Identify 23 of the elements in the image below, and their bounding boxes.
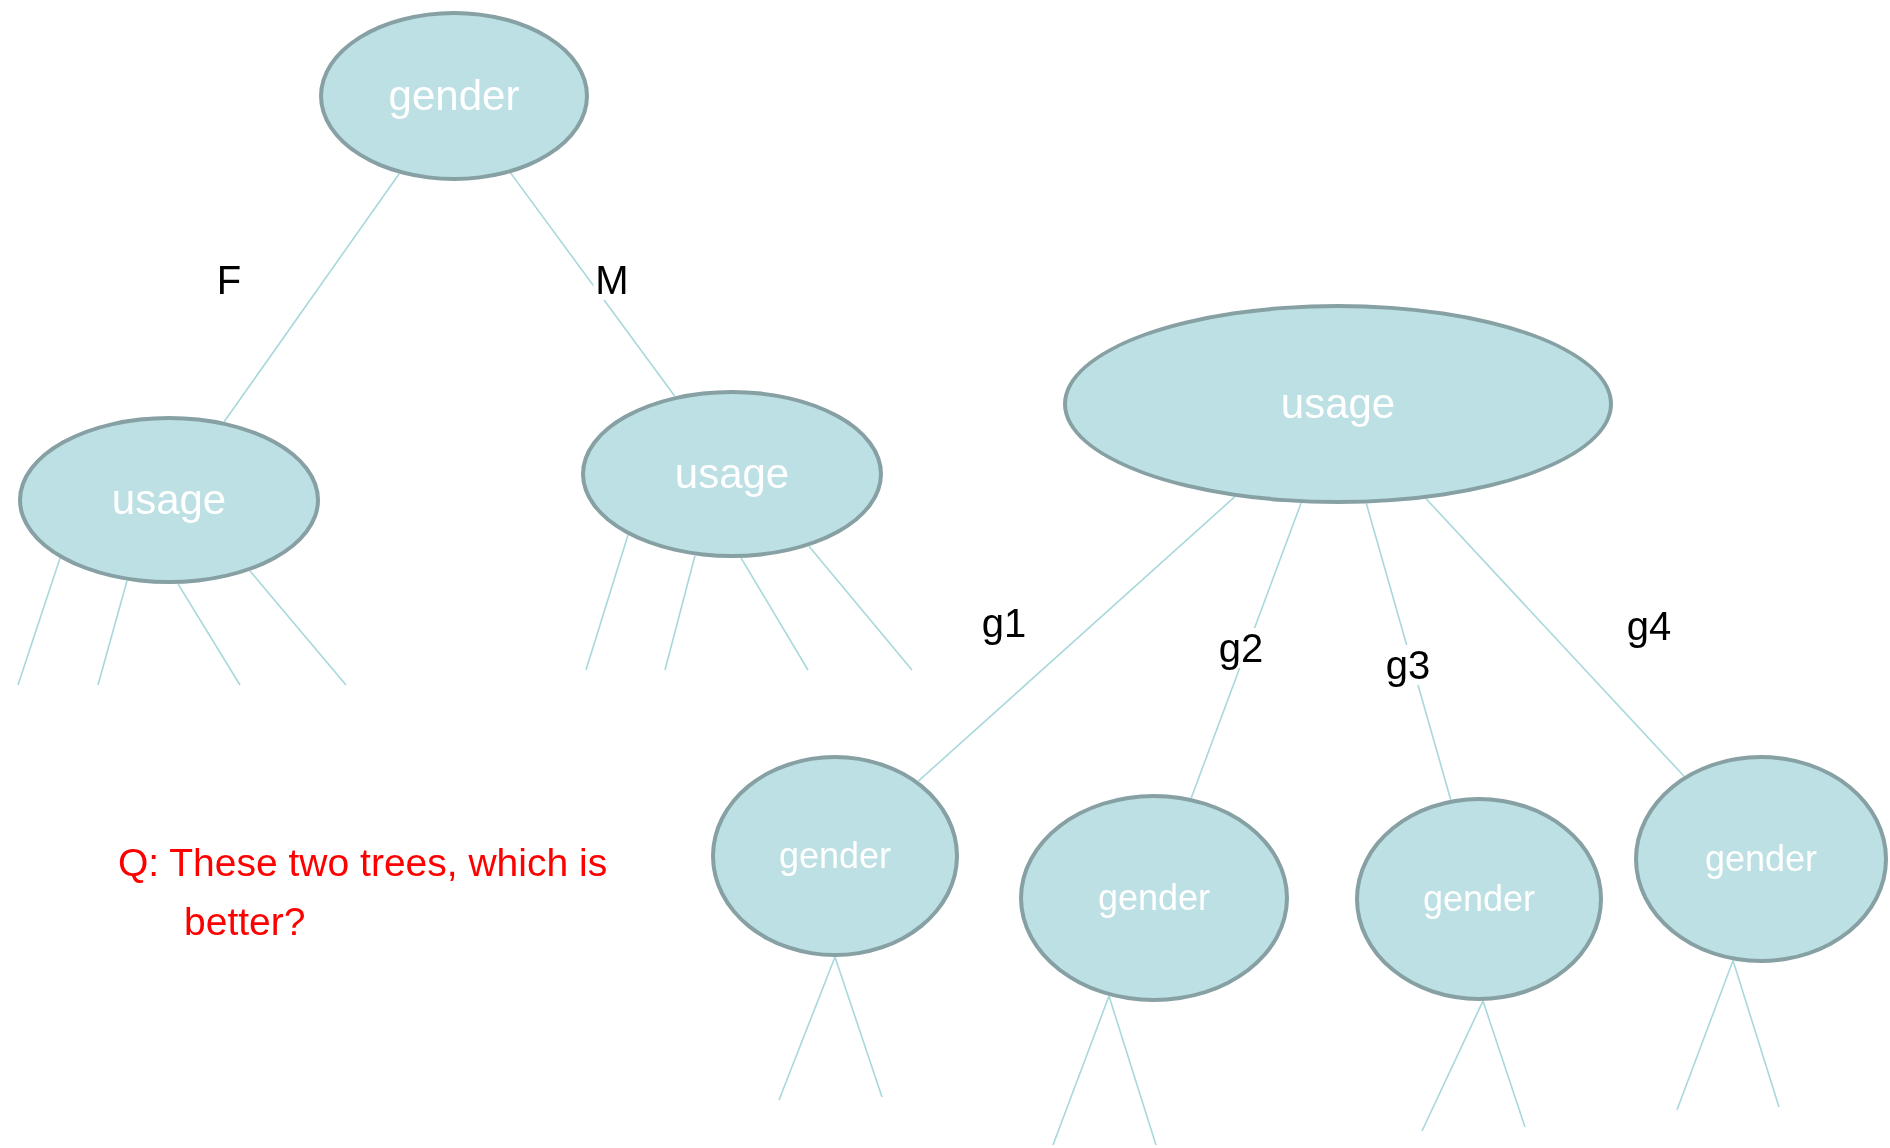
node-label: gender xyxy=(1422,878,1536,920)
question-note: Q: These two trees, which is better? xyxy=(118,840,609,945)
connector-line xyxy=(1421,1000,1484,1132)
connector-line xyxy=(1482,1000,1526,1128)
node-label: gender xyxy=(1704,838,1818,880)
node-label: usage xyxy=(1280,380,1396,428)
node-label: usage xyxy=(111,476,227,524)
connector-line xyxy=(177,583,241,686)
connector-line xyxy=(249,570,347,686)
connector-line xyxy=(1676,959,1734,1111)
node-label: gender xyxy=(388,72,520,120)
connector-line xyxy=(778,956,836,1101)
node-label: gender xyxy=(1097,877,1211,919)
connector-line xyxy=(509,172,676,398)
connector-line xyxy=(585,534,629,671)
node-label: usage xyxy=(674,450,790,498)
connector-line xyxy=(808,545,913,671)
connector-line xyxy=(917,495,1236,782)
connector-line xyxy=(834,956,883,1098)
connector-line xyxy=(17,557,61,686)
connector-line xyxy=(740,557,809,671)
connector-line xyxy=(1732,959,1780,1108)
node-label: gender xyxy=(778,835,892,877)
